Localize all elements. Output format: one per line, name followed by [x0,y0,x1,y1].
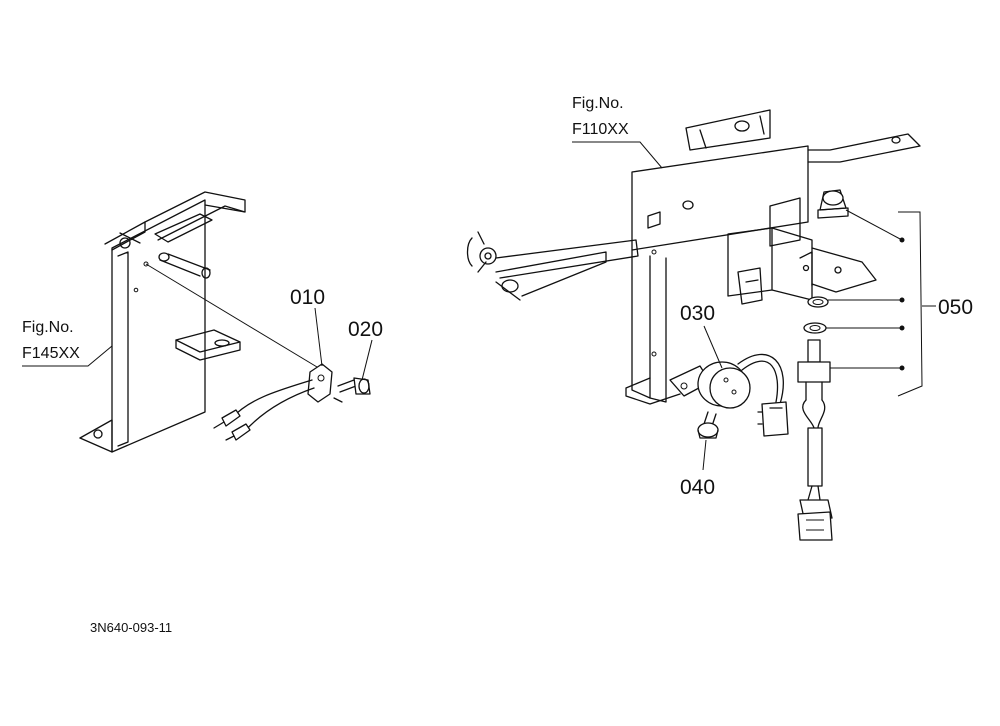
callout-040: 040 [680,476,715,499]
leader-030 [703,325,723,369]
callout-050: 050 [938,296,973,319]
leader-040 [702,439,707,471]
callout-030: 030 [680,302,715,325]
left-bracket [79,191,246,453]
leader-right-fig [572,141,663,169]
leader-010 [314,307,323,367]
right-fig-ref-line2: F110XX [572,121,629,138]
part-040-bolt [697,411,719,439]
part-010-sensor [145,263,343,441]
right-fig-ref-line1: Fig.No. [572,95,624,112]
part-030-switch [669,353,789,437]
leader-left-fig [22,345,113,367]
left-fig-ref-line2: F145XX [22,345,80,362]
callout-010: 010 [290,286,325,309]
part-020-bolt [337,377,371,395]
leader-020 [361,339,373,381]
drawing-code: 3N640-093-11 [90,620,172,635]
left-fig-ref-line1: Fig.No. [22,319,74,336]
callout-020: 020 [348,318,383,341]
right-bracket [625,109,921,405]
right-link-arm [466,231,639,301]
part-050-sensor-kit [797,189,923,541]
